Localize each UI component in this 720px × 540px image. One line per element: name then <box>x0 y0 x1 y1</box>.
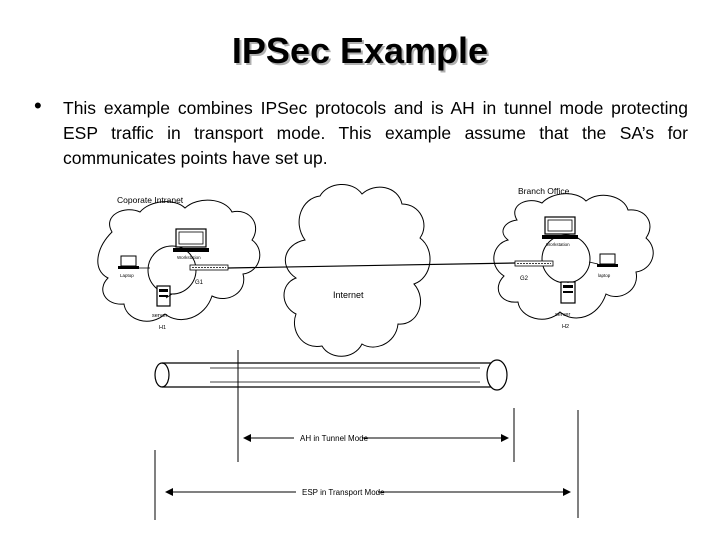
left-workstation-label: Workstation <box>177 255 201 260</box>
left-laptop-icon <box>118 255 139 269</box>
right-gateway-router-icon <box>514 260 554 267</box>
right-server-id: H2 <box>562 324 569 330</box>
left-workstation-icon <box>173 228 209 252</box>
right-cloud <box>493 193 654 320</box>
left-gateway-router-icon <box>189 264 229 271</box>
right-workstation-icon <box>542 216 578 239</box>
internet-cloud <box>283 184 431 357</box>
right-laptop-icon <box>597 253 618 267</box>
right-workstation-label: Workstation <box>546 242 570 247</box>
tunnel-cylinder <box>154 359 508 391</box>
right-gateway-label: G2 <box>520 276 529 282</box>
left-server-icon <box>156 285 171 307</box>
ah-mode-label: AH in Tunnel Mode <box>300 434 369 443</box>
right-server-label: server <box>555 312 570 318</box>
left-cloud <box>97 199 261 322</box>
slide-title: IPSec Example <box>231 30 489 71</box>
internet-label: Internet <box>333 290 364 300</box>
bullet-text: This example combines IPSec protocols an… <box>63 98 688 168</box>
right-laptop-label: laptop <box>598 273 611 278</box>
gateway-link-line <box>227 262 516 269</box>
left-gateway-node <box>147 245 197 295</box>
left-server-id: H1 <box>159 325 166 331</box>
right-server-icon <box>560 281 576 304</box>
right-cloud-title: Branch Office <box>518 186 570 196</box>
esp-mode-label: ESP in Transport Mode <box>302 488 385 497</box>
left-cloud-title: Coporate Intranet <box>117 195 184 205</box>
left-laptop-label: Laptop <box>120 273 134 278</box>
left-gateway-label: G1 <box>195 280 204 286</box>
bullet-marker: • <box>34 93 42 118</box>
left-server-label: server <box>152 313 167 319</box>
